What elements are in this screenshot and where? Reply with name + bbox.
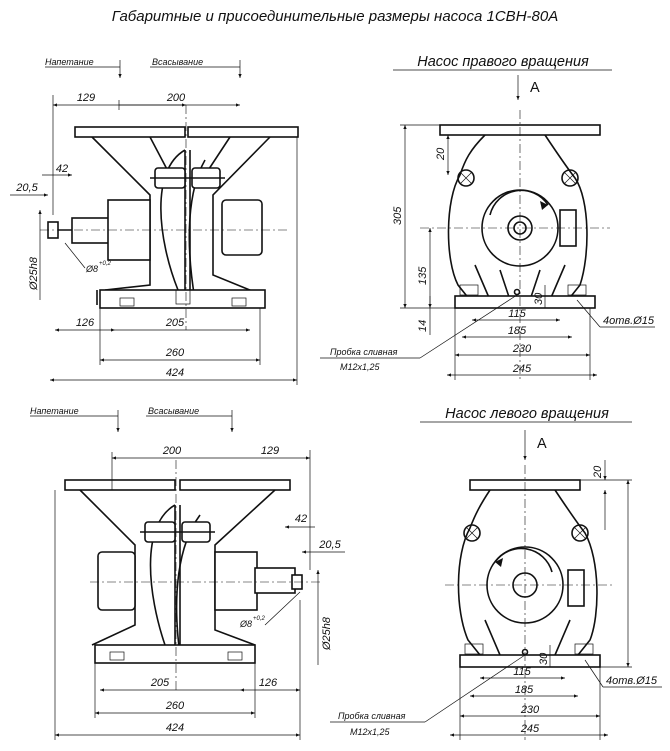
dim-20-5-bottom: 20,5 — [318, 539, 341, 551]
drain-plug-left-2: М12х1,25 — [350, 727, 391, 737]
dim-115-right: 115 — [508, 308, 526, 320]
dim-135-right: 135 — [417, 266, 429, 285]
dim-200-bottom: 200 — [162, 445, 182, 457]
dim-205-bottom: 205 — [150, 677, 170, 689]
label-discharge-bottom: Напетание — [30, 406, 79, 416]
dim-30-left: 30 — [538, 652, 550, 665]
dim-424-top: 424 — [166, 367, 184, 379]
dim-305-right: 305 — [392, 206, 404, 225]
dim-shaft-top: Ø25h8 — [28, 256, 40, 291]
dim-shaft-bottom: Ø25h8 — [321, 616, 333, 651]
view-letter-left: A — [537, 436, 547, 452]
front-left-dimensions: 20 30 115 185 230 245 4отв.Ø15 Пробка сл… — [330, 460, 662, 740]
front-view-right — [420, 110, 610, 380]
dim-42-bottom: 42 — [295, 513, 307, 525]
side-bottom-dimensions: Напетание Всасывание 200 129 42 20,5 Ø25… — [30, 406, 345, 740]
dim-20-left: 20 — [592, 465, 604, 479]
label-suction-bottom: Всасывание — [148, 406, 199, 416]
dim-230-left: 230 — [520, 704, 540, 716]
dim-30-right: 30 — [533, 292, 545, 305]
dim-230-right: 230 — [512, 343, 532, 355]
dim-185-left: 185 — [515, 684, 534, 696]
holes-label-left: 4отв.Ø15 — [606, 675, 658, 687]
dim-20-5-top: 20,5 — [15, 182, 38, 194]
dim-260-top: 260 — [165, 347, 185, 359]
holes-label-right: 4отв.Ø15 — [603, 315, 655, 327]
view-letter-right: A — [530, 80, 540, 96]
front-right-dimensions: 20 305 135 14 30 115 185 230 245 4отв.Ø1… — [320, 124, 655, 380]
side-view-top — [40, 105, 299, 330]
dim-185-right: 185 — [508, 325, 527, 337]
label-discharge-top: Напетание — [45, 57, 94, 67]
dim-42-top: 42 — [56, 163, 68, 175]
dim-126-bottom: 126 — [259, 677, 278, 689]
dim-129-bottom: 129 — [261, 445, 279, 457]
label-suction-top: Всасывание — [152, 57, 203, 67]
title-right-rotation: Насос правого вращения — [417, 54, 589, 70]
dim-424-bottom: 424 — [166, 722, 184, 734]
dim-14-right: 14 — [417, 320, 429, 332]
title-left-rotation: Насос левого вращения — [445, 406, 609, 422]
drawing-title: Габаритные и присоединительные размеры н… — [112, 8, 558, 25]
dim-200-top: 200 — [166, 92, 186, 104]
dim-key-top: Ø8 — [85, 264, 98, 274]
dim-260-bottom: 260 — [165, 700, 185, 712]
drain-plug-left-1: Пробка сливная — [338, 711, 406, 721]
drain-plug-right-2: М12х1,25 — [340, 362, 381, 372]
dim-205-top: 205 — [165, 317, 185, 329]
dim-key-tol-top: +0,2 — [99, 261, 112, 267]
dim-245-left: 245 — [520, 723, 540, 735]
side-top-dimensions: Напетание Всасывание 129 200 42 20,5 Ø25… — [10, 57, 298, 385]
dim-115-left: 115 — [513, 666, 531, 678]
dim-126-top: 126 — [76, 317, 95, 329]
dim-129-top: 129 — [77, 92, 95, 104]
dim-20-right: 20 — [435, 147, 447, 161]
drain-plug-right-1: Пробка сливная — [330, 347, 398, 357]
dim-key-bottom: Ø8 — [239, 619, 252, 629]
front-view-left — [445, 465, 615, 740]
dim-245-right: 245 — [512, 363, 532, 375]
dim-key-tol-bottom: +0,2 — [253, 616, 266, 622]
side-view-bottom — [64, 460, 320, 690]
